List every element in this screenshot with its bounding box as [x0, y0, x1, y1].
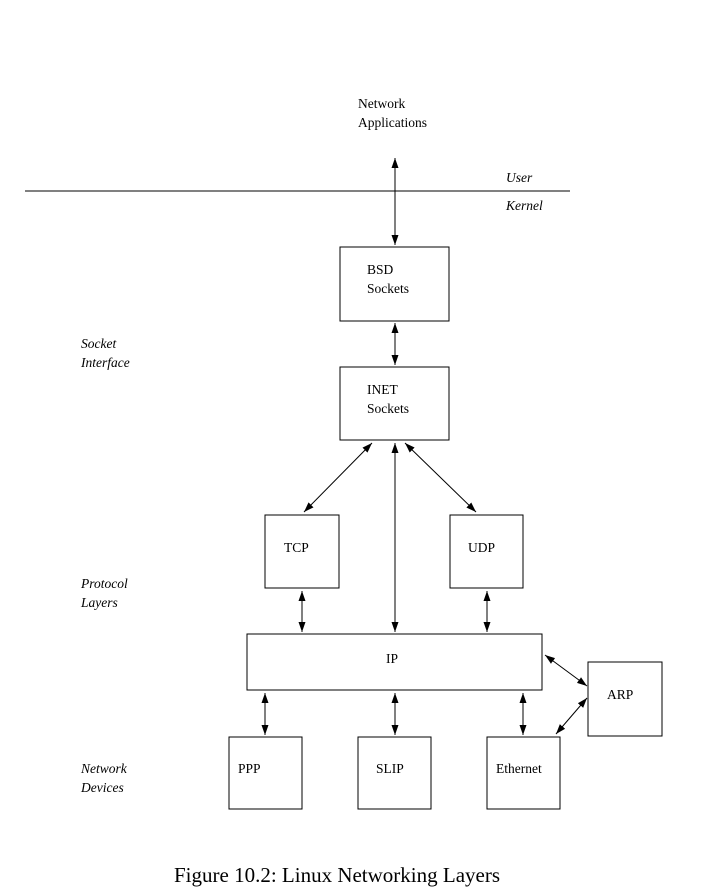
arp-box [587, 661, 663, 737]
protocol-layers-label-line2: Layers [80, 595, 118, 610]
ip-label: IP [386, 651, 398, 666]
slip-box [357, 736, 432, 810]
tcp-box [264, 514, 340, 589]
socket-interface-label-line2: Interface [80, 355, 130, 370]
kernel-space-label: Kernel [505, 198, 543, 213]
udp-label: UDP [468, 540, 495, 555]
bsd-sockets-label-line1: BSD [367, 262, 394, 277]
udp-box [449, 514, 524, 589]
arrow-inet-tcp [303, 442, 373, 513]
ethernet-label: Ethernet [496, 761, 542, 776]
ethernet-box [486, 736, 561, 810]
network-devices-label-line2: Devices [80, 780, 124, 795]
network-devices-label-line1: Network [80, 761, 128, 776]
arp-label: ARP [607, 687, 633, 702]
inet-sockets-label-line1: INET [367, 382, 398, 397]
bsd-sockets-box [339, 246, 450, 322]
arrow-ip-arp [544, 654, 588, 687]
bsd-sockets-label-line2: Sockets [367, 281, 409, 296]
arrow-inet-udp [404, 442, 477, 513]
inet-sockets-label-line2: Sockets [367, 401, 409, 416]
ip-box [246, 633, 543, 691]
ppp-label: PPP [238, 761, 261, 776]
socket-interface-label-line1: Socket [81, 336, 117, 351]
user-space-label: User [506, 170, 533, 185]
network-applications-label-line2: Applications [358, 115, 427, 130]
inet-sockets-box [339, 366, 450, 441]
ppp-box [228, 736, 303, 810]
slip-label: SLIP [376, 761, 404, 776]
tcp-label: TCP [284, 540, 309, 555]
network-applications-label-line1: Network [358, 96, 405, 111]
figure-caption: Figure 10.2: Linux Networking Layers [174, 863, 500, 887]
arrow-arp-ethernet [555, 697, 588, 735]
protocol-layers-label-line1: Protocol [80, 576, 128, 591]
